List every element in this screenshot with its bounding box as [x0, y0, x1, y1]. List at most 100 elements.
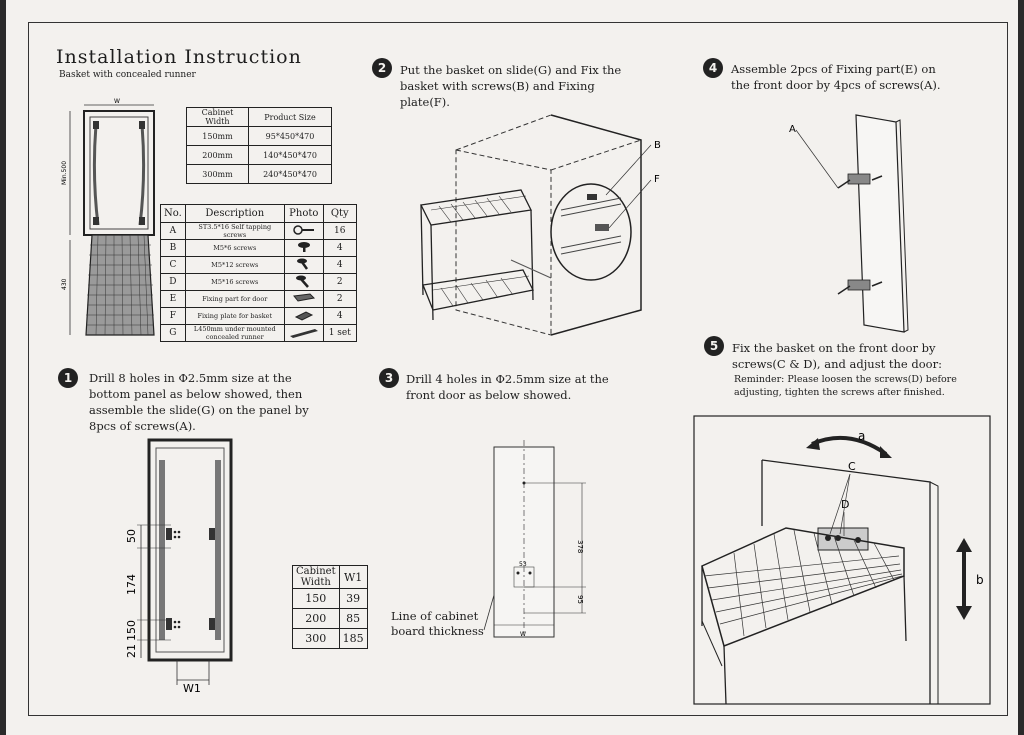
step-5-diagram: a C D b	[693, 415, 991, 705]
table-row: 150mm 95*450*470	[186, 126, 332, 146]
door-fixing-part-icon	[292, 293, 315, 302]
step-4-badge: 4	[703, 58, 723, 78]
table-cell: 200mm	[186, 145, 249, 165]
part-qty: 2	[322, 290, 357, 308]
table-cell: 185	[338, 628, 368, 649]
table-row: A ST3.5*16 Self tapping screws 16	[160, 222, 357, 240]
step-4-text: Assemble 2pcs of Fixing part(E) on the f…	[731, 61, 941, 93]
part-qty: 4	[322, 256, 357, 274]
step-3-width-label: W	[520, 631, 526, 638]
step-4-line: the front door by 4pcs of screws(A).	[731, 78, 941, 92]
step-1-w1-label: W1	[183, 682, 201, 695]
step-1-line: bottom panel as below showed, then	[89, 387, 303, 401]
step-3-callout-line: Line of cabinet	[391, 609, 479, 623]
step-5-reminder-line: adjusting, tighten the screws after fini…	[734, 387, 945, 398]
part-desc: M5*12 screws	[184, 256, 285, 274]
table-row: 300mm 240*450*470	[186, 164, 332, 184]
parts-table: No. Description Photo Qty A ST3.5*16 Sel…	[160, 204, 357, 342]
part-qty: 2	[322, 273, 357, 291]
step-3-line: front door as below showed.	[406, 388, 572, 402]
table-row: E Fixing part for door 2	[160, 290, 357, 308]
self-tapping-screw-icon	[293, 225, 314, 235]
step-3-callout-line: board thickness	[391, 624, 484, 638]
w1-header-cabinet: Cabinet Width	[292, 565, 340, 589]
step-4-line: Assemble 2pcs of Fixing part(E) on	[731, 62, 936, 76]
step-5-reminder-line: Reminder: Please loosen the screws(D) be…	[734, 374, 957, 385]
part-no: B	[160, 239, 186, 257]
step-2-badge: 2	[372, 58, 392, 78]
step-2-line: Put the basket on slide(G) and Fix the	[400, 63, 622, 77]
step-5-label-b: b	[976, 573, 984, 587]
step-5-label-c: C	[848, 460, 856, 473]
step-4-label-a: A	[789, 124, 796, 135]
step-2-line: plate(F).	[400, 95, 450, 109]
part-no: E	[160, 290, 186, 308]
step-1-dim-174: 174	[125, 574, 138, 595]
size-header-product: Product Size	[248, 107, 332, 127]
step-2-diagram: B F	[420, 114, 661, 336]
step-4-diagram: A	[789, 114, 909, 333]
step-3-dim-53: 53	[519, 561, 527, 568]
table-cell: 95*450*470	[248, 126, 332, 146]
overview-height-label: 430	[61, 278, 68, 290]
step-3-dim-378: 378	[576, 540, 584, 553]
step-1-diagram: 50 174 150 21 W1	[125, 438, 233, 695]
step-3-callout: Line of cabinet board thickness	[391, 609, 484, 639]
part-desc: Fixing plate for basket	[184, 307, 285, 325]
parts-header-photo: Photo	[283, 204, 324, 223]
parts-header-desc: Description	[184, 204, 285, 223]
table-row: 150 39	[292, 588, 368, 609]
table-row: G L450mm under mounted concealed runner …	[160, 324, 357, 342]
parts-header-no: No.	[160, 204, 186, 223]
table-row: C M5*12 screws 4	[160, 256, 357, 274]
concealed-runner-icon	[289, 329, 318, 338]
step-1-dim-50: 50	[125, 529, 138, 543]
table-row: 200 85	[292, 608, 368, 629]
step-1-dim-150: 150	[125, 620, 138, 641]
overview-width-label: W	[114, 98, 120, 105]
part-desc: L450mm under mounted concealed runner	[184, 324, 285, 342]
step-1-text: Drill 8 holes in Φ2.5mm size at the bott…	[89, 370, 309, 434]
part-no: D	[160, 273, 186, 291]
overview-min-label: Min.500	[61, 161, 68, 185]
table-cell: 150mm	[186, 126, 249, 146]
table-cell: 300	[292, 628, 340, 649]
part-qty: 16	[322, 222, 357, 240]
table-row: B M5*6 screws 4	[160, 239, 357, 257]
step-2-label-b: B	[654, 140, 661, 151]
long-screw-icon	[295, 275, 309, 288]
step-2-label-f: F	[654, 174, 660, 185]
table-cell: 85	[338, 608, 368, 629]
page-title: Installation Instruction	[56, 46, 302, 68]
step-3-dim-95: 95	[576, 595, 584, 604]
step-1-dim-21: 21	[125, 644, 138, 658]
part-qty: 4	[322, 239, 357, 257]
medium-screw-icon	[296, 258, 308, 270]
parts-header-qty: Qty	[322, 204, 357, 223]
step-5-reminder: Reminder: Please loosen the screws(D) be…	[734, 373, 957, 399]
table-cell: 240*450*470	[248, 164, 332, 184]
step-5-badge: 5	[704, 336, 724, 356]
step-3-text: Drill 4 holes in Φ2.5mm size at the fron…	[406, 371, 609, 403]
step-3-diagram: 378 95 53 W	[483, 440, 586, 638]
table-cell: 140*450*470	[248, 145, 332, 165]
step-3-badge: 3	[379, 368, 399, 388]
table-row: 200mm 140*450*470	[186, 145, 332, 165]
part-no: A	[160, 222, 186, 240]
size-header-cabinet: Cabinet Width	[186, 107, 249, 127]
step-2-line: basket with screws(B) and Fixing	[400, 79, 595, 93]
part-qty: 1 set	[322, 324, 357, 342]
table-row: D M5*16 screws 2	[160, 273, 357, 291]
step-5-line: Fix the basket on the front door by	[732, 341, 936, 355]
product-size-table: Cabinet Width Product Size 150mm 95*450*…	[186, 107, 332, 184]
table-cell: 200	[292, 608, 340, 629]
w1-table: Cabinet Width W1 150 39 200 85 300 185	[292, 565, 368, 649]
part-desc: Fixing part for door	[184, 290, 285, 308]
table-cell: 150	[292, 588, 340, 609]
part-no: F	[160, 307, 186, 325]
overview-diagram: W Min.500 430	[61, 98, 155, 336]
table-row: 300 185	[292, 628, 368, 649]
part-desc: M5*16 screws	[184, 273, 285, 291]
part-no: G	[160, 324, 186, 342]
step-3-line: Drill 4 holes in Φ2.5mm size at the	[406, 372, 609, 386]
